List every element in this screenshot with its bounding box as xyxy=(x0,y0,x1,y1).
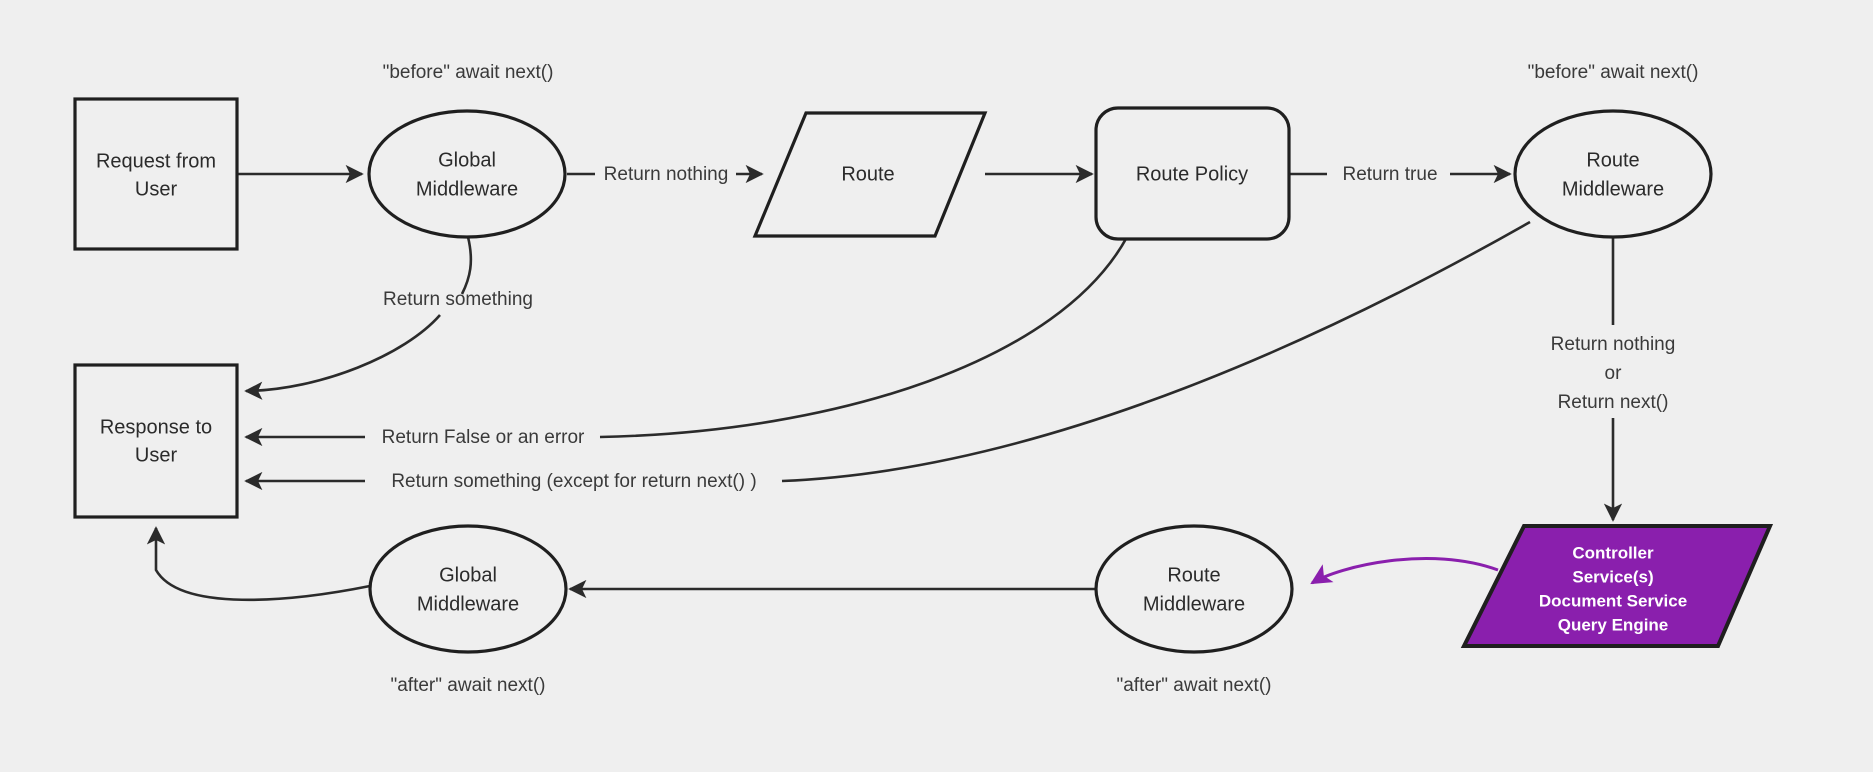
annotation-before-await-next-top-right: "before" await next() xyxy=(1528,62,1699,83)
node-route-middleware-top-line2: Middleware xyxy=(1562,178,1664,200)
node-global-middleware-top[interactable]: Global Middleware xyxy=(367,109,567,239)
node-controller-services-line4: Query Engine xyxy=(1558,615,1669,634)
edge-global-middleware-to-response-upper xyxy=(460,236,473,295)
node-route-middleware-top-line1: Route xyxy=(1586,149,1639,171)
node-controller-services-line3: Document Service xyxy=(1539,591,1687,610)
edge-label-return-nothing-or-next-line2: or xyxy=(1605,363,1623,384)
node-route-label: Route xyxy=(841,163,894,185)
node-global-middleware-top-line2: Middleware xyxy=(416,178,518,200)
node-global-middleware-top-line1: Global xyxy=(438,149,496,171)
node-route-policy-label: Route Policy xyxy=(1136,163,1248,185)
edge-controller-to-route-middleware-bottom xyxy=(1310,556,1499,585)
edge-label-return-something-except-next: Return something (except for return next… xyxy=(391,471,756,492)
node-request-from-user[interactable]: Request from User xyxy=(73,97,239,251)
node-controller-services-line2: Service(s) xyxy=(1572,567,1653,586)
node-request-from-user-line1: Request from xyxy=(96,150,216,172)
node-route[interactable]: Route xyxy=(752,111,988,238)
node-response-to-user[interactable]: Response to User xyxy=(73,363,239,519)
node-route-middleware-top[interactable]: Route Middleware xyxy=(1513,109,1713,239)
node-response-to-user-line2: User xyxy=(135,444,178,466)
node-route-middleware-bottom-line2: Middleware xyxy=(1143,593,1245,615)
edge-global-middleware-to-response-lower xyxy=(244,314,441,400)
edge-label-return-false-or-error: Return False or an error xyxy=(382,427,585,448)
node-response-to-user-line1: Response to xyxy=(100,416,212,438)
node-route-policy[interactable]: Route Policy xyxy=(1094,106,1291,241)
node-controller-services-line1: Controller xyxy=(1572,543,1654,562)
annotation-before-await-next-top-left: "before" await next() xyxy=(383,62,554,83)
edge-label-return-true: Return true xyxy=(1342,164,1437,185)
node-global-middleware-bottom-line1: Global xyxy=(439,564,497,586)
edge-label-return-nothing-or-next-line3: Return next() xyxy=(1558,392,1669,413)
edge-route-middleware-to-response-curve xyxy=(781,220,1531,483)
edge-global-middleware-bottom-to-response xyxy=(146,526,371,602)
node-route-middleware-bottom-line1: Route xyxy=(1167,564,1220,586)
node-global-middleware-bottom-line2: Middleware xyxy=(417,593,519,615)
node-controller-services[interactable]: Controller Service(s) Document Service Q… xyxy=(1460,524,1774,648)
edge-label-return-something: Return something xyxy=(383,289,533,310)
annotation-after-await-next-bottom-right: "after" await next() xyxy=(1117,675,1272,696)
edge-route-policy-to-response-curve xyxy=(599,236,1129,439)
node-request-from-user-line2: User xyxy=(135,178,178,200)
edge-label-return-nothing: Return nothing xyxy=(604,164,729,185)
node-route-middleware-bottom[interactable]: Route Middleware xyxy=(1094,524,1294,654)
edge-label-return-nothing-or-next-line1: Return nothing xyxy=(1551,334,1676,355)
node-global-middleware-bottom[interactable]: Global Middleware xyxy=(368,524,568,654)
annotation-after-await-next-bottom-left: "after" await next() xyxy=(391,675,546,696)
